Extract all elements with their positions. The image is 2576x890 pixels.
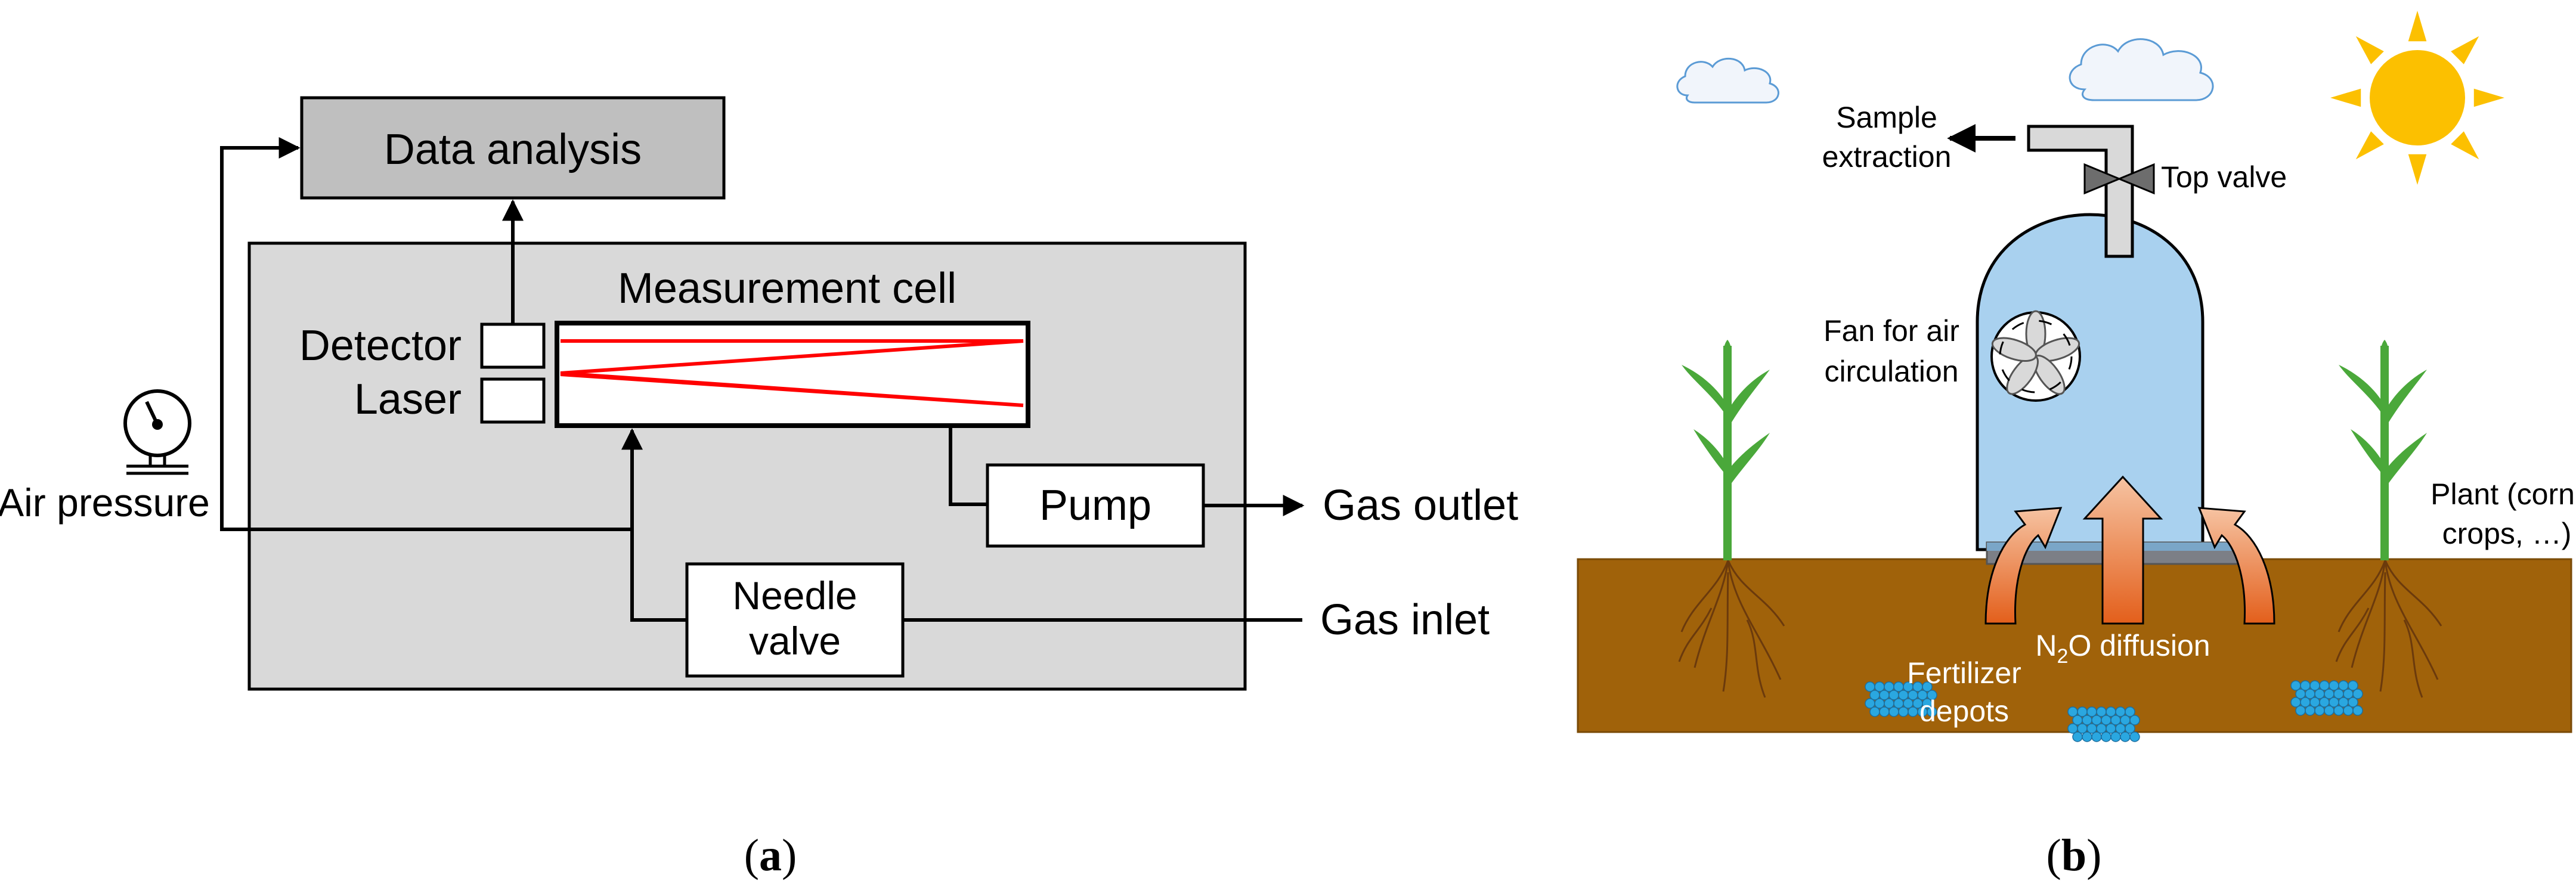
fan-label-line2: circulation — [1824, 355, 1958, 388]
diffusion-arrow-right — [2197, 507, 2275, 625]
fertilizer-granule — [1922, 681, 1933, 692]
fan-icon — [1990, 310, 2081, 402]
fertilizer-granule — [1927, 690, 1937, 700]
needle-valve-label-line1: Needle — [732, 573, 857, 618]
fertilizer-granule — [1888, 706, 1899, 717]
fertilizer-granule — [1869, 706, 1880, 717]
fertilizer-granule — [2343, 705, 2354, 716]
laser-label: Laser — [354, 376, 462, 423]
top-valve-icon — [2083, 163, 2155, 195]
needle-valve-label-line2: valve — [749, 619, 841, 663]
fertilizer-granule — [2072, 731, 2083, 742]
fertilizer-granule — [1927, 706, 1937, 717]
fertilizer-granule — [2352, 689, 2363, 699]
caption-a: (a) — [744, 830, 797, 880]
sample-extraction-label-line2: extraction — [1822, 140, 1952, 173]
gas-inlet-label: Gas inlet — [1320, 596, 1490, 644]
valve-to-cell-arrow — [621, 428, 687, 622]
n2o-diffusion-label: N2O diffusion — [2035, 629, 2210, 668]
fertilizer-granule — [1922, 698, 1933, 709]
sun-ray — [2408, 154, 2427, 185]
roots-left-icon — [1678, 560, 1785, 698]
roots-right-icon — [2335, 560, 2442, 698]
plant-label-line2: crops, …) — [2442, 517, 2572, 550]
sun-ray — [2355, 131, 2384, 160]
fertilizer-granule — [2324, 705, 2334, 716]
panel-a: Data analysis Measurement cell Detector … — [0, 96, 1518, 880]
fertilizer-granule — [2295, 705, 2306, 716]
fertilizer-granule — [2091, 731, 2102, 742]
fertilizer-granule — [2125, 723, 2135, 734]
detector-box — [480, 322, 546, 369]
fertilizer-granule — [2305, 705, 2315, 716]
diffusion-arrow-center — [2082, 475, 2163, 625]
fertilizer-granule — [2314, 705, 2325, 716]
fertilizer-granule — [2125, 706, 2135, 717]
sun-ray — [2473, 88, 2504, 107]
plant-label-line1: Plant (corn, — [2431, 477, 2576, 511]
fertilizer-granule — [2101, 731, 2111, 742]
sun-ray — [2451, 131, 2479, 160]
air-pressure-label: Air pressure — [0, 480, 210, 525]
sun-ray — [2355, 36, 2384, 64]
fertilizer-granule — [2348, 697, 2358, 708]
fertilizer-depots-icon — [1865, 680, 2363, 742]
fan-label-line1: Fan for air — [1823, 314, 1959, 348]
fertilizer-granule — [1898, 706, 1909, 717]
fertilizer-granule — [1908, 706, 1918, 717]
sun-ray — [2451, 36, 2479, 64]
top-valve-label: Top valve — [2161, 160, 2287, 194]
fertilizer-label-line1: Fertilizer — [1907, 656, 2021, 690]
measurement-cell — [555, 321, 1030, 428]
plant-left-icon — [1682, 340, 1770, 560]
fertilizer-granule — [2120, 731, 2131, 742]
fertilizer-granule — [2333, 705, 2344, 716]
sample-extraction-label-line1: Sample — [1836, 101, 1937, 134]
fertilizer-granule — [2348, 680, 2358, 691]
sun-ray — [2330, 88, 2361, 107]
chamber-dome — [1976, 213, 2205, 551]
fertilizer-granule — [2110, 731, 2121, 742]
pressure-gauge-icon — [123, 389, 191, 475]
sun-icon — [2330, 11, 2504, 185]
gas-outlet-label: Gas outlet — [1323, 482, 1518, 529]
cloud-center-icon — [2069, 38, 2214, 101]
pump-label: Pump — [1039, 482, 1151, 529]
fertilizer-granule — [2129, 731, 2140, 742]
cell-to-pump-line — [949, 426, 987, 506]
laser-beam-path — [560, 339, 1024, 407]
sampling-pipe — [2027, 125, 2134, 258]
fertilizer-granule — [2352, 705, 2363, 716]
sun-ray — [2408, 11, 2427, 42]
data-analysis-label: Data analysis — [384, 126, 642, 173]
detector-label: Detector — [299, 322, 462, 370]
measurement-cell-label: Measurement cell — [618, 265, 956, 312]
plant-right-icon — [2339, 340, 2427, 560]
fertilizer-granule — [2082, 731, 2092, 742]
caption-b: (b) — [2046, 830, 2102, 880]
cloud-left-icon — [1676, 58, 1779, 104]
fertilizer-granule — [1879, 706, 1890, 717]
diffusion-arrow-left — [1984, 507, 2063, 625]
laser-box — [480, 377, 546, 424]
pressure-to-analysis-arrow — [220, 137, 632, 531]
fertilizer-label-line2: depots — [1919, 694, 2009, 728]
fertilizer-granule — [2129, 715, 2140, 725]
data-analysis-box — [300, 96, 726, 200]
panel-b: Top valve Sample extraction Fan for air … — [1577, 11, 2576, 880]
